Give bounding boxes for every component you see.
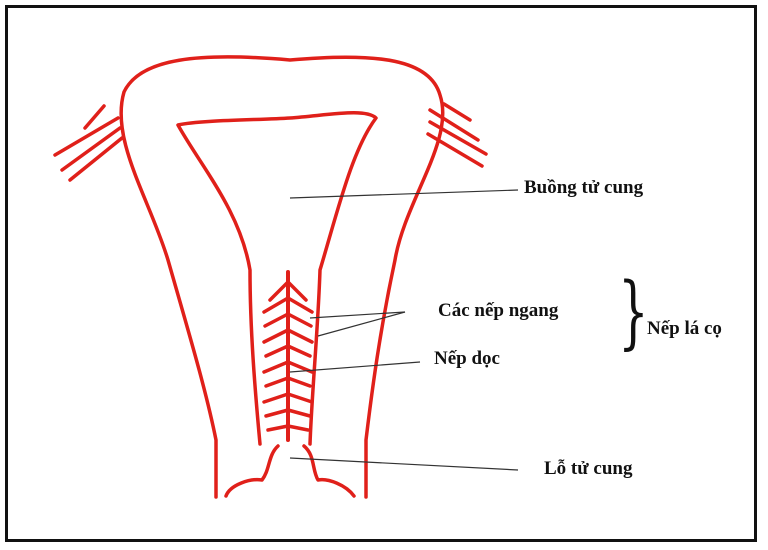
leader-transverse-fold-2 — [318, 312, 405, 336]
label-uterine-cavity: Buồng tử cung — [524, 177, 643, 199]
cervix-right-lip — [304, 446, 354, 496]
right-tube-stubs — [428, 104, 486, 166]
leader-longitudinal-fold — [290, 362, 420, 372]
cervix-left-lip — [226, 446, 278, 496]
label-palmate-folds: Nếp lá cọ — [647, 318, 722, 340]
label-transverse-folds: Các nếp ngang — [438, 300, 558, 322]
label-cervical-os: Lỗ tử cung — [544, 458, 632, 480]
leader-transverse-fold-1 — [310, 312, 405, 318]
leader-uterine-cavity — [290, 190, 518, 198]
uterine-cavity-outline — [178, 113, 376, 444]
leader-cervical-os — [290, 458, 518, 470]
label-longitudinal-fold: Nếp dọc — [434, 348, 500, 370]
left-tube-stubs — [55, 106, 122, 180]
uterus-outer-wall — [121, 57, 443, 497]
bracket: } — [618, 272, 649, 352]
